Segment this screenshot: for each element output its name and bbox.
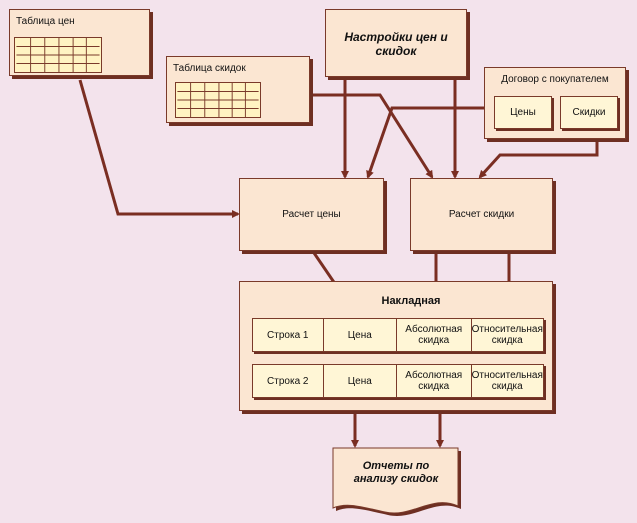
discount-calc-box: Расчет скидки (410, 178, 553, 251)
settings-box: Настройки цен и скидок (325, 9, 467, 77)
invoice-row-abs-discount: Абсолютная скидка (397, 365, 472, 397)
invoice-title: Накладная (381, 295, 441, 307)
invoice-row-price: Цена (324, 319, 398, 351)
discount-table-grid-icon (175, 82, 261, 118)
contract-title: Договор с покупателем (501, 74, 609, 85)
discount-table-title: Таблица скидок (173, 63, 246, 74)
contract-box: Договор с покупателем Цены Скидки (484, 67, 626, 139)
contract-prices-cell: Цены (494, 96, 552, 129)
price-calc-box: Расчет цены (239, 178, 384, 251)
invoice-row-name: Строка 2 (253, 365, 324, 397)
arrow-contract-prices-to-price-calc (366, 106, 492, 179)
settings-title: Настройки цен и скидок (344, 30, 448, 58)
discount-calc-title: Расчет скидки (448, 209, 515, 220)
invoice-row-rel-discount: Относительная скидка (471, 370, 543, 392)
invoice-row: Строка 2 Цена Абсолютная скидка Относите… (252, 364, 544, 398)
price-calc-title: Расчет цены (282, 209, 341, 220)
discount-table-box: Таблица скидок (166, 56, 310, 123)
reports-document-shape (332, 447, 461, 516)
invoice-row-rel-discount: Относительная скидка (471, 324, 543, 346)
invoice-row: Строка 1 Цена Абсолютная скидка Относите… (252, 318, 544, 352)
invoice-box: Накладная Строка 1 Цена Абсолютная скидк… (239, 281, 553, 411)
contract-discounts-cell: Скидки (560, 96, 618, 129)
arrow-discount-table-to-discount-calc (312, 93, 434, 179)
invoice-row-name: Строка 1 (253, 319, 324, 351)
invoice-row-abs-discount: Абсолютная скидка (397, 319, 472, 351)
invoice-row-price: Цена (324, 365, 398, 397)
reports-title: Отчеты по анализу скидок (353, 460, 439, 485)
price-table-grid-icon (14, 37, 102, 73)
price-table-box: Таблица цен (9, 9, 150, 76)
price-table-title: Таблица цен (16, 16, 75, 27)
